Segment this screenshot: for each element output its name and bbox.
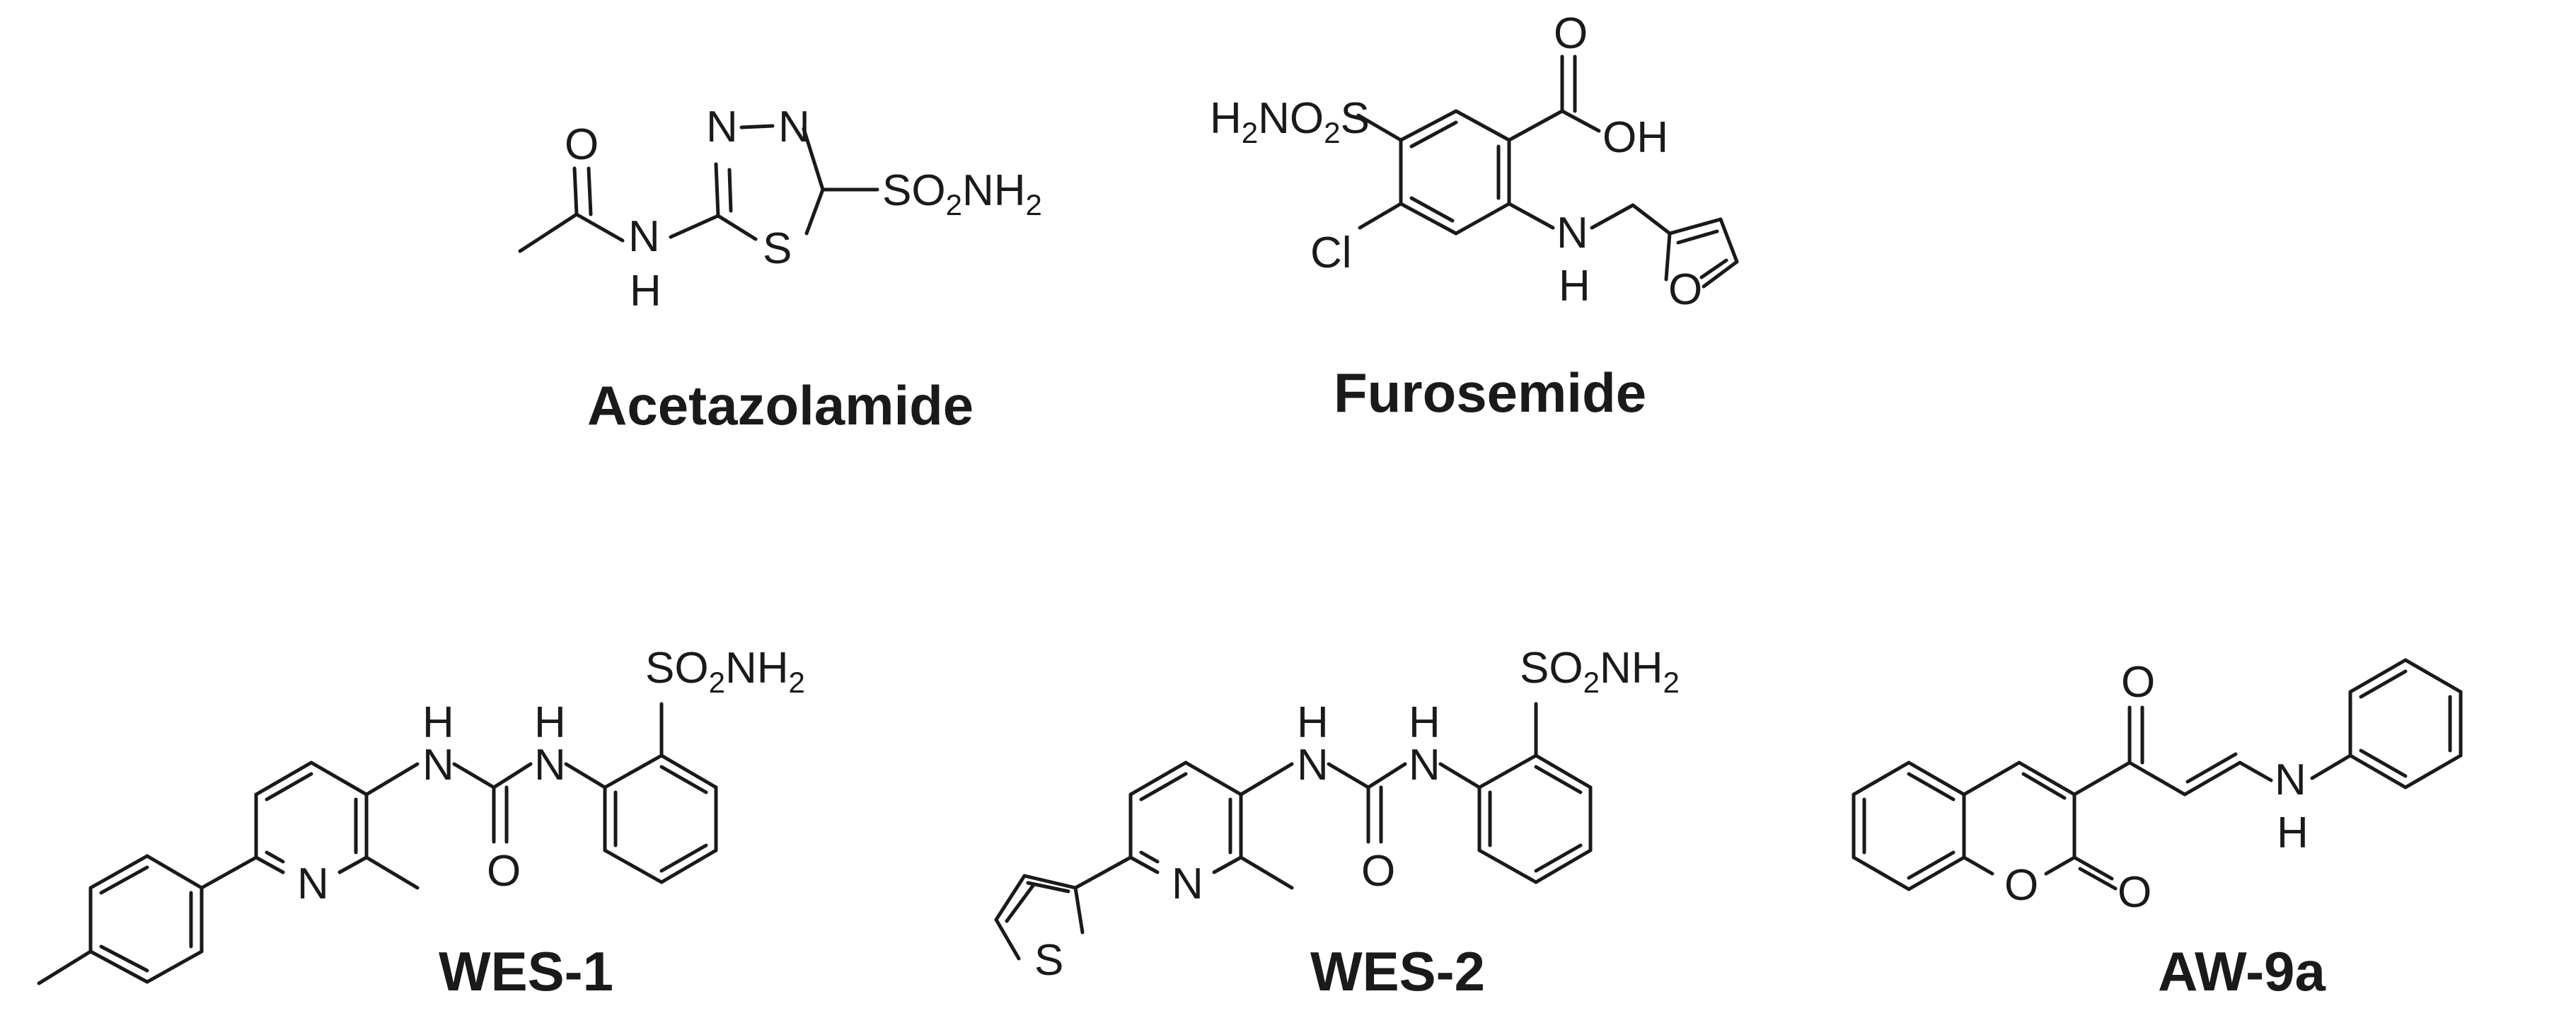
aw9a-name: AW-9a <box>2158 940 2326 1002</box>
wes1-sulfonamide: SO2NH2 <box>645 644 805 699</box>
furosemide-sulfonamide: H2NO2S <box>1210 94 1370 149</box>
acetazolamide-nh-n: N <box>628 212 660 261</box>
acetazolamide-ring-n2: N <box>778 103 810 151</box>
aw9a-lactone-o: O <box>2118 868 2152 917</box>
wes1-carbonyl-o: O <box>487 847 521 896</box>
acetazolamide-ring-n1: N <box>706 103 738 151</box>
wes2-pyridine-n: N <box>1172 860 1203 908</box>
acetazolamide-nh-h: H <box>630 267 662 316</box>
wes1-n-urea2: N <box>534 741 566 789</box>
acetazolamide-carbonyl-o: O <box>565 120 599 169</box>
furosemide-name: Furosemide <box>1334 361 1646 424</box>
furosemide-oh: OH <box>1602 113 1668 162</box>
wes2-name: WES-2 <box>1310 940 1485 1002</box>
furosemide-cl: Cl <box>1310 229 1352 277</box>
wes1-structure: H N H N O N SO2NH2 WES-1 <box>37 644 805 1002</box>
acetazolamide-ring-s: S <box>763 224 792 273</box>
acetazolamide-structure: O N H N N S SO2NH2 Acetazolamide <box>518 103 1042 436</box>
aw9a-structure: O O O N H AW-9a <box>1852 658 2463 1002</box>
wes1-h1: H <box>422 698 454 747</box>
wes1-name: WES-1 <box>439 940 613 1002</box>
furosemide-nh-h: H <box>1559 262 1590 311</box>
wes2-h2: H <box>1409 698 1440 747</box>
furosemide-furan-o: O <box>1668 265 1702 314</box>
acetazolamide-name: Acetazolamide <box>587 374 974 436</box>
furosemide-nh-n: N <box>1556 209 1588 258</box>
wes2-h1: H <box>1297 698 1329 747</box>
wes2-thiophene-s: S <box>1034 936 1063 985</box>
aw9a-ketone-o: O <box>2121 658 2155 707</box>
aw9a-ring-o: O <box>2004 861 2038 910</box>
wes1-pyridine-n: N <box>297 860 329 908</box>
wes2-n-urea1: N <box>1297 741 1329 789</box>
furosemide-structure: H2NO2S O OH Cl N H O Furosemide <box>1210 9 1739 424</box>
aw9a-nh-n: N <box>2275 756 2306 804</box>
furosemide-carbonyl-o: O <box>1554 9 1588 58</box>
aw9a-nh-h: H <box>2277 809 2309 857</box>
wes1-h2: H <box>534 698 566 747</box>
wes2-carbonyl-o: O <box>1361 847 1395 896</box>
wes2-structure: H N H N O N S SO2NH2 WES-2 <box>994 644 1680 1002</box>
wes1-n-urea1: N <box>422 741 454 789</box>
acetazolamide-sulfonamide: SO2NH2 <box>882 166 1042 221</box>
wes2-sulfonamide: SO2NH2 <box>1520 644 1680 699</box>
wes2-n-urea2: N <box>1409 741 1440 789</box>
